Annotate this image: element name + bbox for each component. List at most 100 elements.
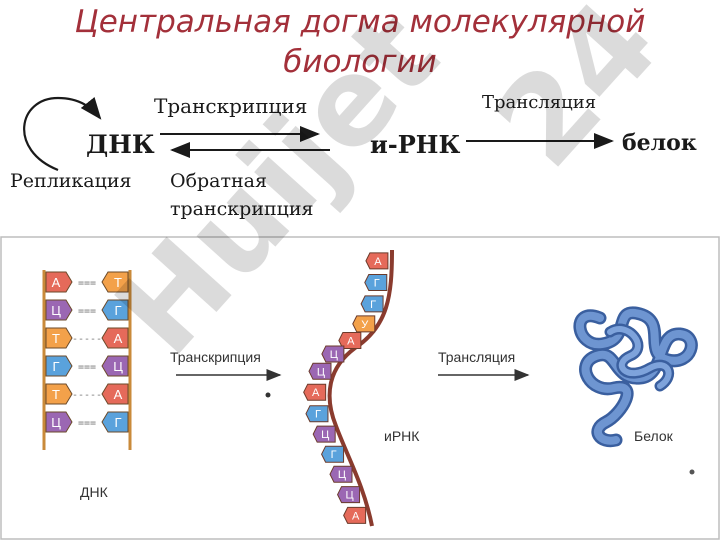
mrna-base-letter: Г [315,409,321,421]
mrna-base: Ц [329,465,353,483]
mrna-base-shape [343,506,367,524]
dna-base-right [101,299,129,321]
mrna-base: А [338,331,362,349]
mrna-base: А [365,252,389,270]
mrna-base: А [343,506,367,524]
dna-base-pair: Ц === Г [45,411,129,433]
mrna-base-letter: Г [370,299,376,311]
speck-dot [689,469,695,475]
dna-base-right [101,271,129,293]
dna-base-left-letter: Г [52,359,59,374]
mrna-label: и-РНК [370,130,461,159]
dna-base-right [101,327,129,349]
dna-base-right-letter: А [114,387,123,402]
protein-label: белок [622,130,697,156]
mrna-base-letter: Ц [338,469,346,481]
mrna-base-shape [360,295,384,313]
mrna-base: Ц [312,425,336,443]
mrna-base-shape [312,425,336,443]
dna-base-left-letter: А [52,275,61,290]
dna-base-pair: Т ----- А [45,383,129,405]
replication-label: Репликация [10,170,132,192]
mrna-base-shape [336,486,361,504]
mrna-base-letter: Г [331,449,337,461]
dna-base-right-letter: Ц [113,359,123,374]
mrna-base-shape [365,252,389,270]
translation-label: Трансляция [482,92,597,113]
dna-base-right [101,411,129,433]
mrna-base-letter: Ц [330,349,338,361]
replication-loop-arrow [23,96,102,172]
bottom-translation-label: Трансляция [438,349,516,365]
mrna-base-shape [308,362,332,380]
speck-dot [265,392,271,398]
mrna-base-letter: Ц [317,366,325,378]
mrna-base: Ц [321,345,345,363]
dna-hydrogen-bond: === [78,306,96,317]
mrna-base-letter: Ц [321,429,329,441]
mrna-base: Г [364,274,388,292]
dna-base-left-letter: Т [52,387,60,402]
dna-base-pair: А === Т [45,271,129,293]
mrna-base: Ц [308,362,332,380]
mrna-base-shape [321,345,345,363]
dna-base-left [45,411,73,433]
mrna-base: А [303,383,327,401]
dna-base-pair: Т ----- А [45,327,129,349]
dna-hydrogen-bond: === [78,418,96,429]
mrna-base-shape [338,331,362,349]
dna-base-right [101,355,129,377]
dna-base-pair: Ц === Г [45,299,129,321]
dna-base-left-letter: Т [52,331,60,346]
dna-hydrogen-bond: === [78,362,96,373]
protein-coil [573,306,698,448]
mrna-base-shape [364,274,388,292]
bottom-diagram: А===ТЦ===ГТ-----АГ===ЦТ-----АЦ===Г АГГУА… [0,236,720,540]
dna-hydrogen-bond: ----- [72,390,102,401]
dna-base-right-letter: А [114,331,123,346]
dna-label: ДНК [86,130,155,159]
mrna-base-shape [352,315,376,333]
mrna-backbone [327,249,394,527]
bottom-mrna-label: иРНК [384,428,420,444]
dna-double-helix: А===ТЦ===ГТ-----АГ===ЦТ-----АЦ===Г [42,270,132,450]
mrna-base-shape [329,465,353,483]
mrna-base-shape [303,383,327,401]
top-scheme-arrows [23,96,614,172]
slide-title-line-2: биологии [283,44,437,80]
bottom-transcription-label: Транскрипция [170,349,261,365]
mrna-base-letter: А [374,256,382,268]
mrna-base-letter: А [347,335,355,347]
bottom-dna-label: ДНК [80,484,108,500]
mrna-base-shape [305,405,329,423]
dna-base-right-letter: Г [114,303,121,318]
dna-base-pair: Г === Ц [45,355,129,377]
dna-base-left [45,383,73,405]
reverse-transcription-label-2: транскрипция [170,198,314,220]
dna-base-right-letter: Т [114,275,122,290]
dna-base-left [45,327,73,349]
mrna-base: Г [360,295,384,313]
dna-base-left [45,355,73,377]
mrna-base-letter: Г [374,278,380,290]
transcription-label: Транскрипция [154,94,308,118]
mrna-base-letter: А [312,387,320,399]
dna-hydrogen-bond: === [78,278,96,289]
dna-base-left-letter: Ц [51,415,61,430]
dna-hydrogen-bond: ----- [72,334,102,345]
mrna-base-letter: У [361,319,369,331]
mrna-base: У [352,315,376,333]
dna-base-left-letter: Ц [51,303,61,318]
mrna-base-letter: А [352,510,360,522]
dna-base-right [101,383,129,405]
slide-title-line-1: Центральная догма молекулярной [74,4,646,40]
reverse-transcription-label-1: Обратная [170,170,267,192]
dna-base-left [45,271,73,293]
dna-base-left [45,299,73,321]
bottom-protein-label: Белок [634,428,673,444]
mrna-base: Ц [336,486,361,504]
mrna-base-shape [321,445,345,463]
dna-base-right-letter: Г [114,415,121,430]
